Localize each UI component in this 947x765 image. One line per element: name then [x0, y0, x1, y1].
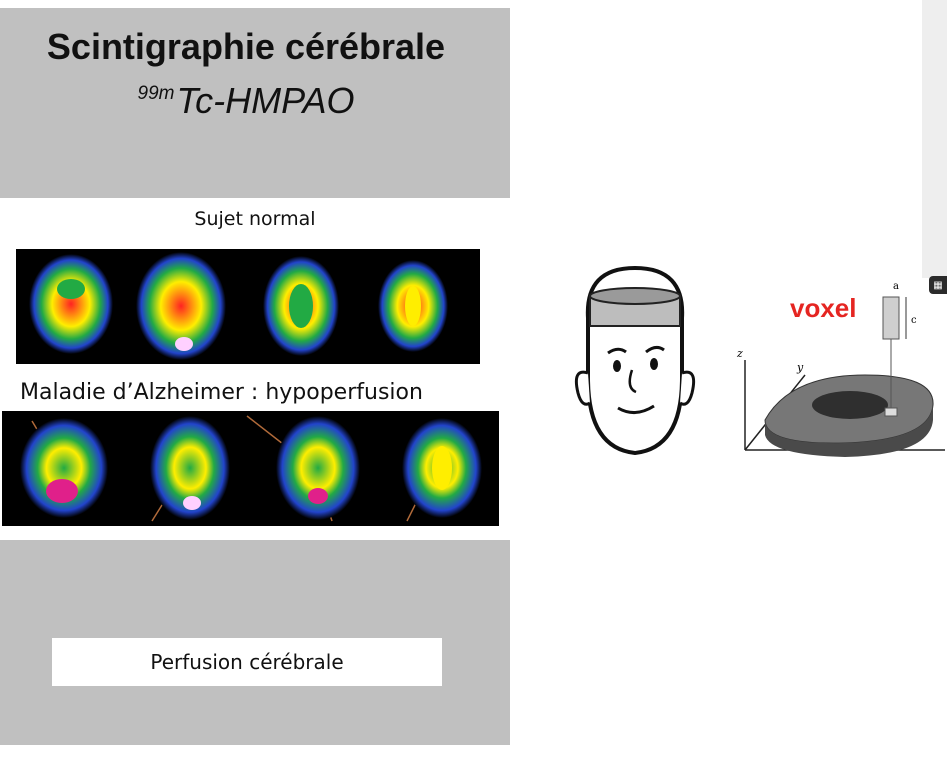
- alzheimer-scans-svg: [20, 415, 482, 522]
- dim-a-label: a: [893, 281, 899, 292]
- window-icon[interactable]: ▦: [929, 276, 947, 294]
- normal-scans-image: [16, 249, 480, 364]
- label-alzheimer: Maladie d’Alzheimer : hypoperfusion: [20, 380, 423, 405]
- side-panel-strip: [922, 0, 947, 278]
- alzheimer-slice-2: [150, 416, 230, 520]
- slide-title: Scintigraphie cérébrale: [46, 26, 446, 67]
- subtitle-main: Tc-HMPAO: [176, 80, 355, 121]
- alzheimer-scans-image: [2, 411, 499, 526]
- face-svg: [574, 265, 696, 456]
- alzheimer-slice-1: [20, 418, 108, 518]
- caption-text: Perfusion cérébrale: [150, 650, 344, 674]
- voxel-diagram: z y a c: [735, 275, 947, 470]
- label-normal: Sujet normal: [194, 208, 316, 230]
- scan-panel: Sujet normal: [0, 198, 510, 540]
- slide-subtitle: 99mTc-HMPAO: [0, 80, 492, 122]
- subtitle-superscript: 99m: [137, 83, 175, 104]
- axis-z-label: z: [736, 347, 743, 360]
- normal-slice-1: [29, 254, 113, 354]
- caption-box: Perfusion cérébrale: [52, 638, 442, 686]
- alzheimer-slice-3: [276, 416, 360, 520]
- slide-panel: Scintigraphie cérébrale 99mTc-HMPAO Suje…: [0, 8, 510, 745]
- normal-slice-2: [136, 252, 226, 360]
- normal-scans-svg: [29, 252, 448, 360]
- cartoon-face-icon: [570, 258, 700, 458]
- voxel-label: voxel: [790, 293, 857, 323]
- axis-y-label: y: [796, 361, 804, 374]
- dim-c-label: c: [911, 315, 917, 326]
- voxel-svg: z y a c: [736, 281, 945, 457]
